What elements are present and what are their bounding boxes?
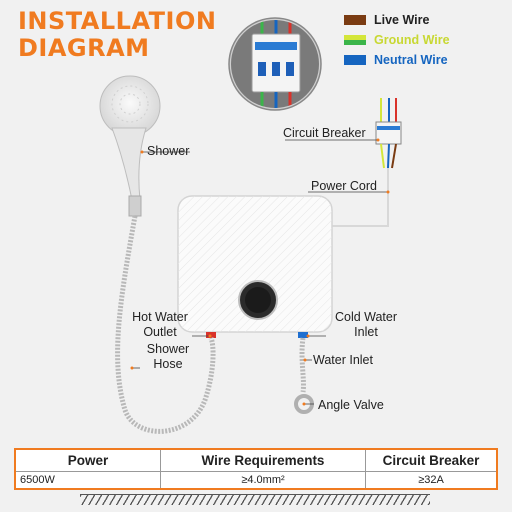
- table-row: 6500W ≥4.0mm² ≥32A: [15, 471, 497, 489]
- legend-neutral: Neutral Wire: [344, 53, 450, 67]
- cell-circuit-breaker: ≥32A: [418, 474, 444, 486]
- breaker-zoom-circle: [228, 17, 322, 111]
- live-wire-swatch: [344, 15, 366, 25]
- water-heater-unit: [177, 195, 333, 338]
- cell-power: 6500W: [15, 471, 161, 489]
- label-angle-valve: Angle Valve: [318, 398, 384, 412]
- page-title: INSTALLATION DIAGRAM: [18, 8, 216, 62]
- circuit-breaker-icon: [322, 98, 402, 227]
- wire-legend: Live Wire Ground Wire Neutral Wire: [344, 13, 450, 67]
- neutral-wire-swatch: [344, 55, 366, 65]
- spec-table: Power Wire Requirements Circuit Breaker …: [14, 448, 498, 490]
- legend-live: Live Wire: [344, 13, 450, 27]
- shower-head-icon: [99, 75, 161, 217]
- spec-table-header: Power Wire Requirements Circuit Breaker: [15, 449, 497, 472]
- cell-wire-requirements: ≥4.0mm²: [160, 471, 366, 489]
- legend-live-label: Live Wire: [374, 13, 430, 27]
- header-wire-requirements: Wire Requirements: [160, 449, 366, 472]
- label-hot-water-outlet: Hot Water Outlet: [132, 310, 188, 339]
- label-cold-water-inlet: Cold Water Inlet: [334, 310, 398, 339]
- water-inlet-icon: [294, 337, 314, 414]
- label-power-cord: Power Cord: [311, 179, 377, 193]
- ground-wire-swatch: [344, 35, 366, 45]
- legend-neutral-label: Neutral Wire: [374, 53, 448, 67]
- header-circuit-breaker: Circuit Breaker: [365, 449, 497, 472]
- shower-hose-icon: [115, 215, 216, 434]
- label-shower-hose: Shower Hose: [146, 342, 190, 371]
- callout-lines: [130, 138, 390, 406]
- label-shower: Shower: [147, 144, 190, 158]
- label-water-inlet: Water Inlet: [313, 353, 373, 367]
- header-power: Power: [15, 449, 161, 472]
- legend-ground: Ground Wire: [344, 33, 450, 47]
- title-line-2: DIAGRAM: [18, 34, 150, 62]
- title-line-1: INSTALLATION: [18, 7, 217, 35]
- legend-ground-label: Ground Wire: [374, 33, 450, 47]
- label-circuit-breaker: Circuit Breaker: [283, 126, 366, 140]
- floor-hatch: [80, 494, 430, 505]
